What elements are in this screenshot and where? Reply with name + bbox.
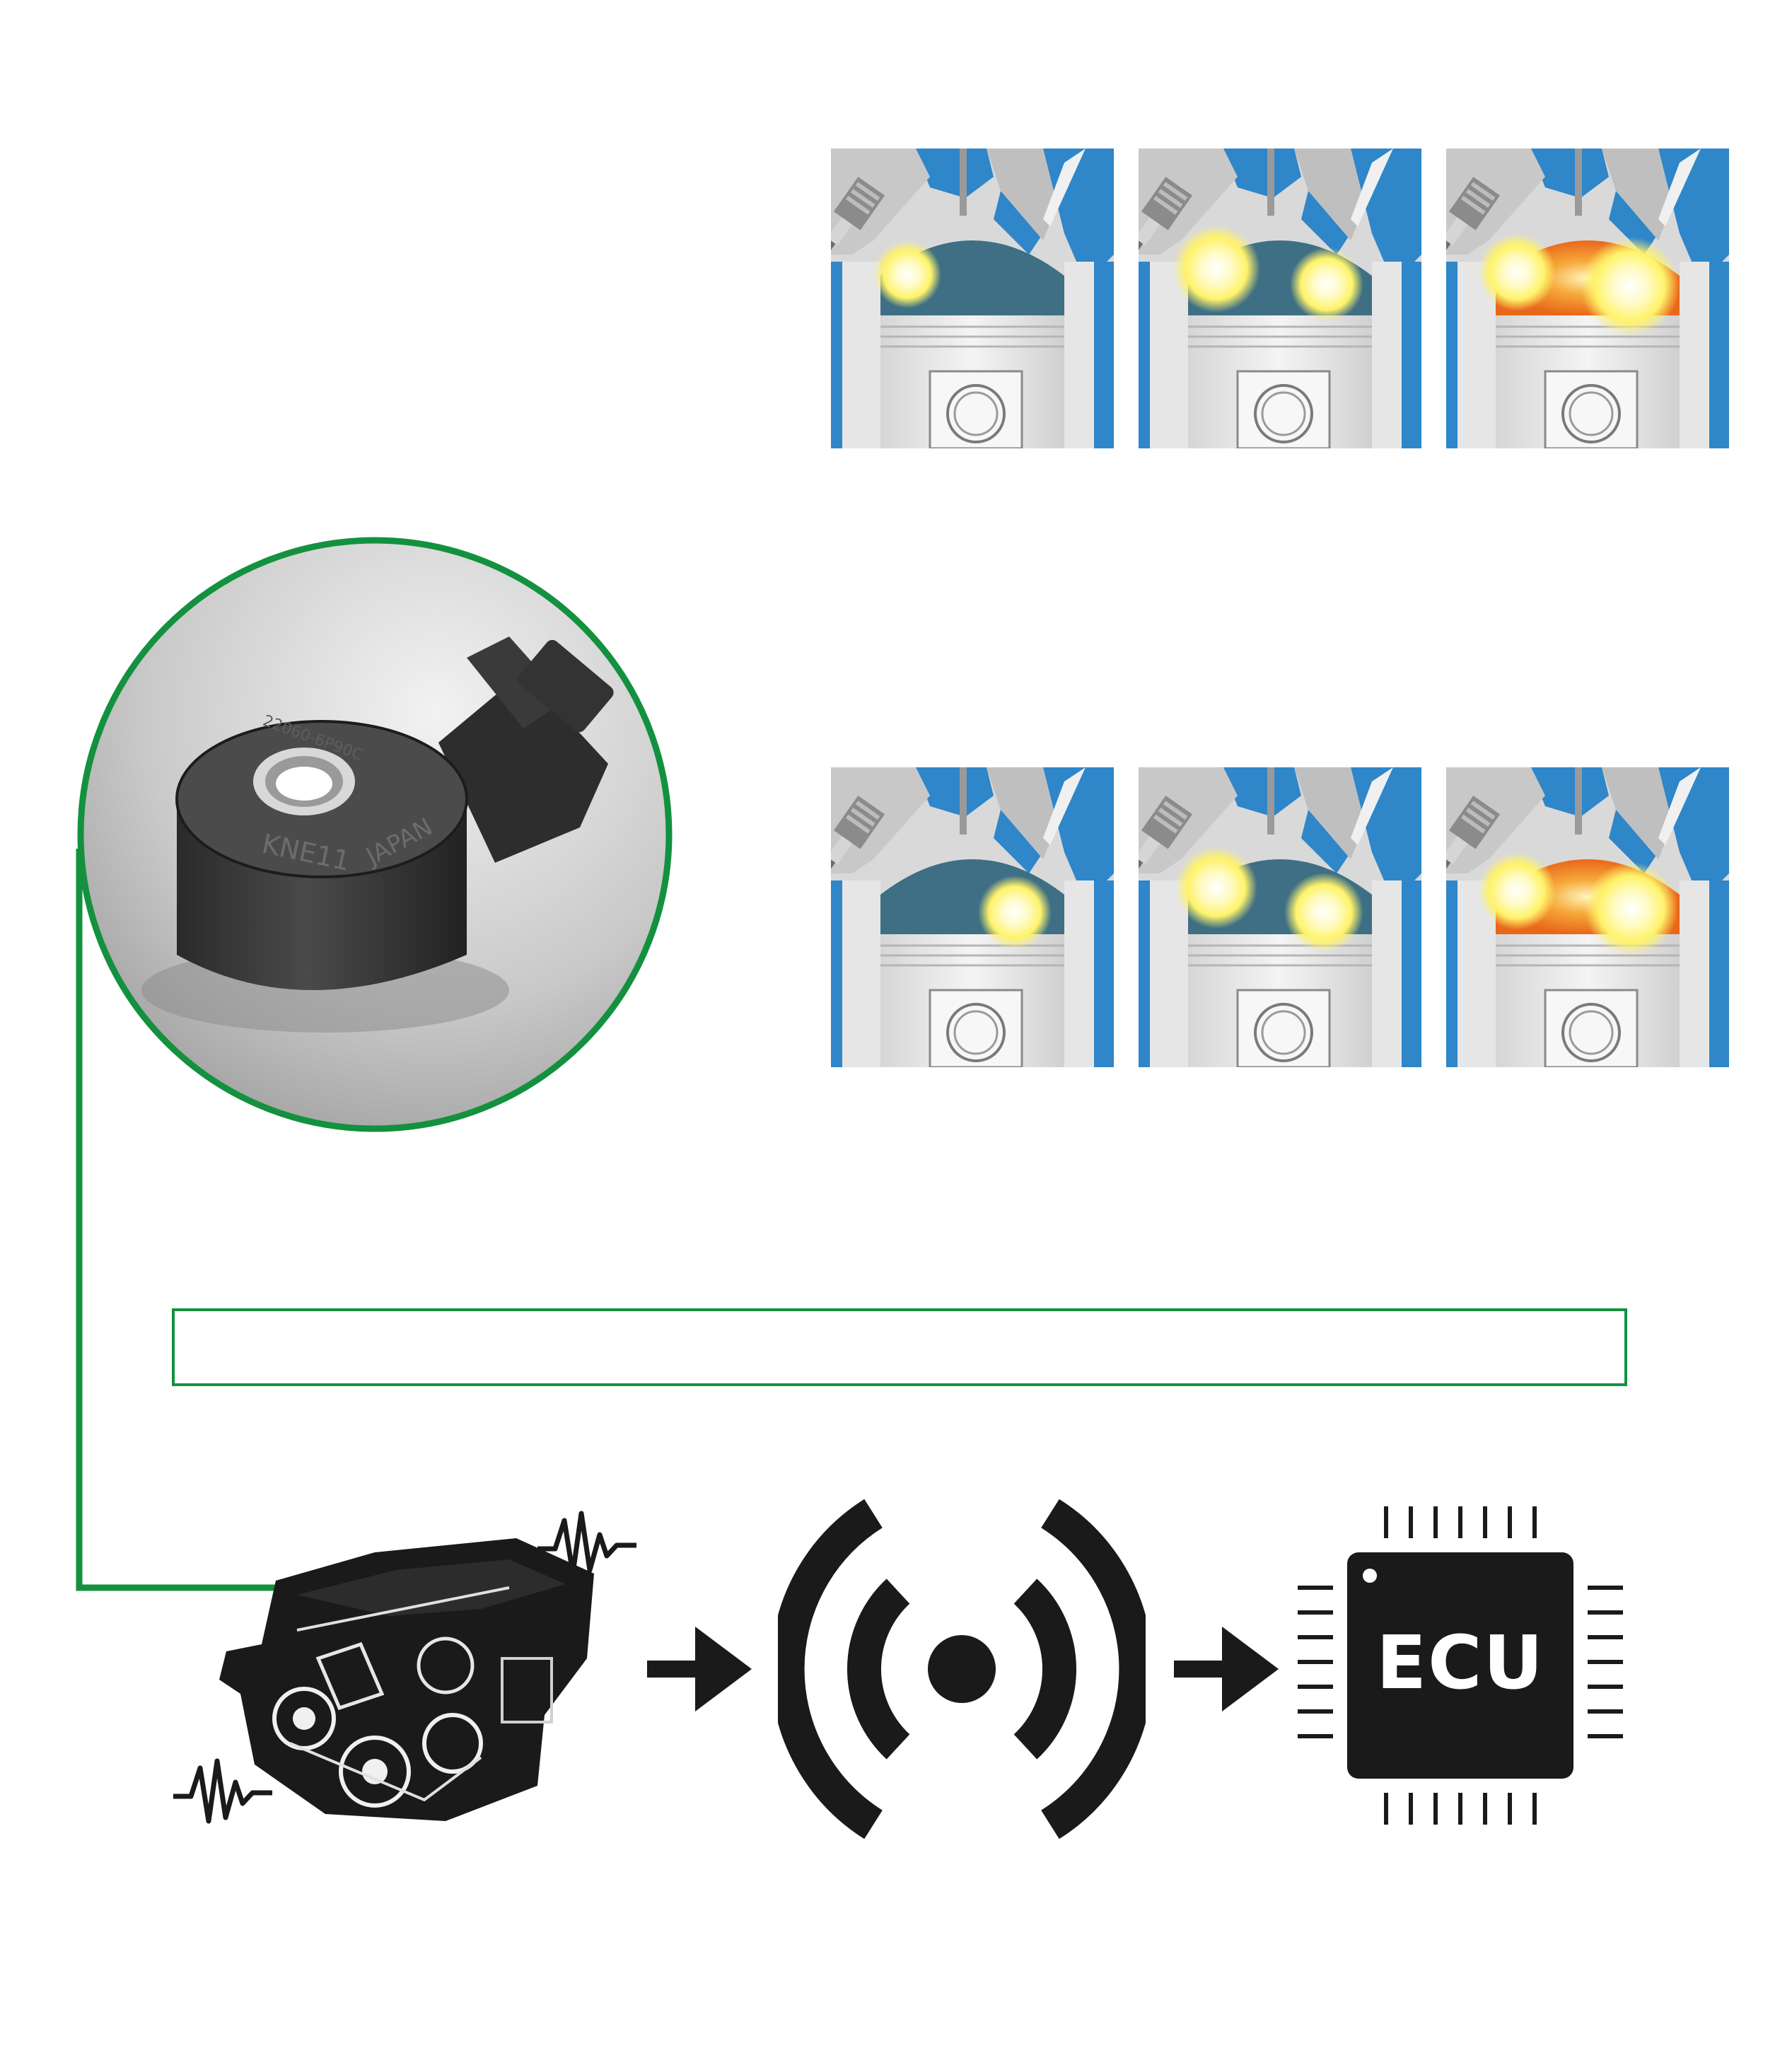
- ecu-chip-icon: [1298, 1506, 1623, 1825]
- ecu-label: ECU: [1376, 1620, 1544, 1706]
- arrow-right-icon: [1174, 1627, 1279, 1711]
- combustion-panel-far-wall-flame: [831, 767, 1114, 1067]
- arrow-right-icon: [647, 1627, 752, 1711]
- engine-icon: [219, 1538, 594, 1821]
- knock-sensor-photo: KNE11 JAPAN 22060-6P90C: [77, 537, 673, 1132]
- combustion-panel-knock-burn: [1446, 149, 1729, 448]
- combustion-panel-second-flame: [1139, 149, 1421, 448]
- caption-box: [172, 1308, 1627, 1386]
- combustion-panel-normal-ignition: [831, 149, 1114, 448]
- combustion-panel-two-fronts: [1139, 767, 1421, 1067]
- vibration-wave-icon: [173, 1758, 272, 1824]
- combustion-panel-full-burn: [1446, 767, 1729, 1067]
- vibration-wave-icon: [537, 1511, 636, 1576]
- sensor-signal-icon: [778, 1499, 1146, 1839]
